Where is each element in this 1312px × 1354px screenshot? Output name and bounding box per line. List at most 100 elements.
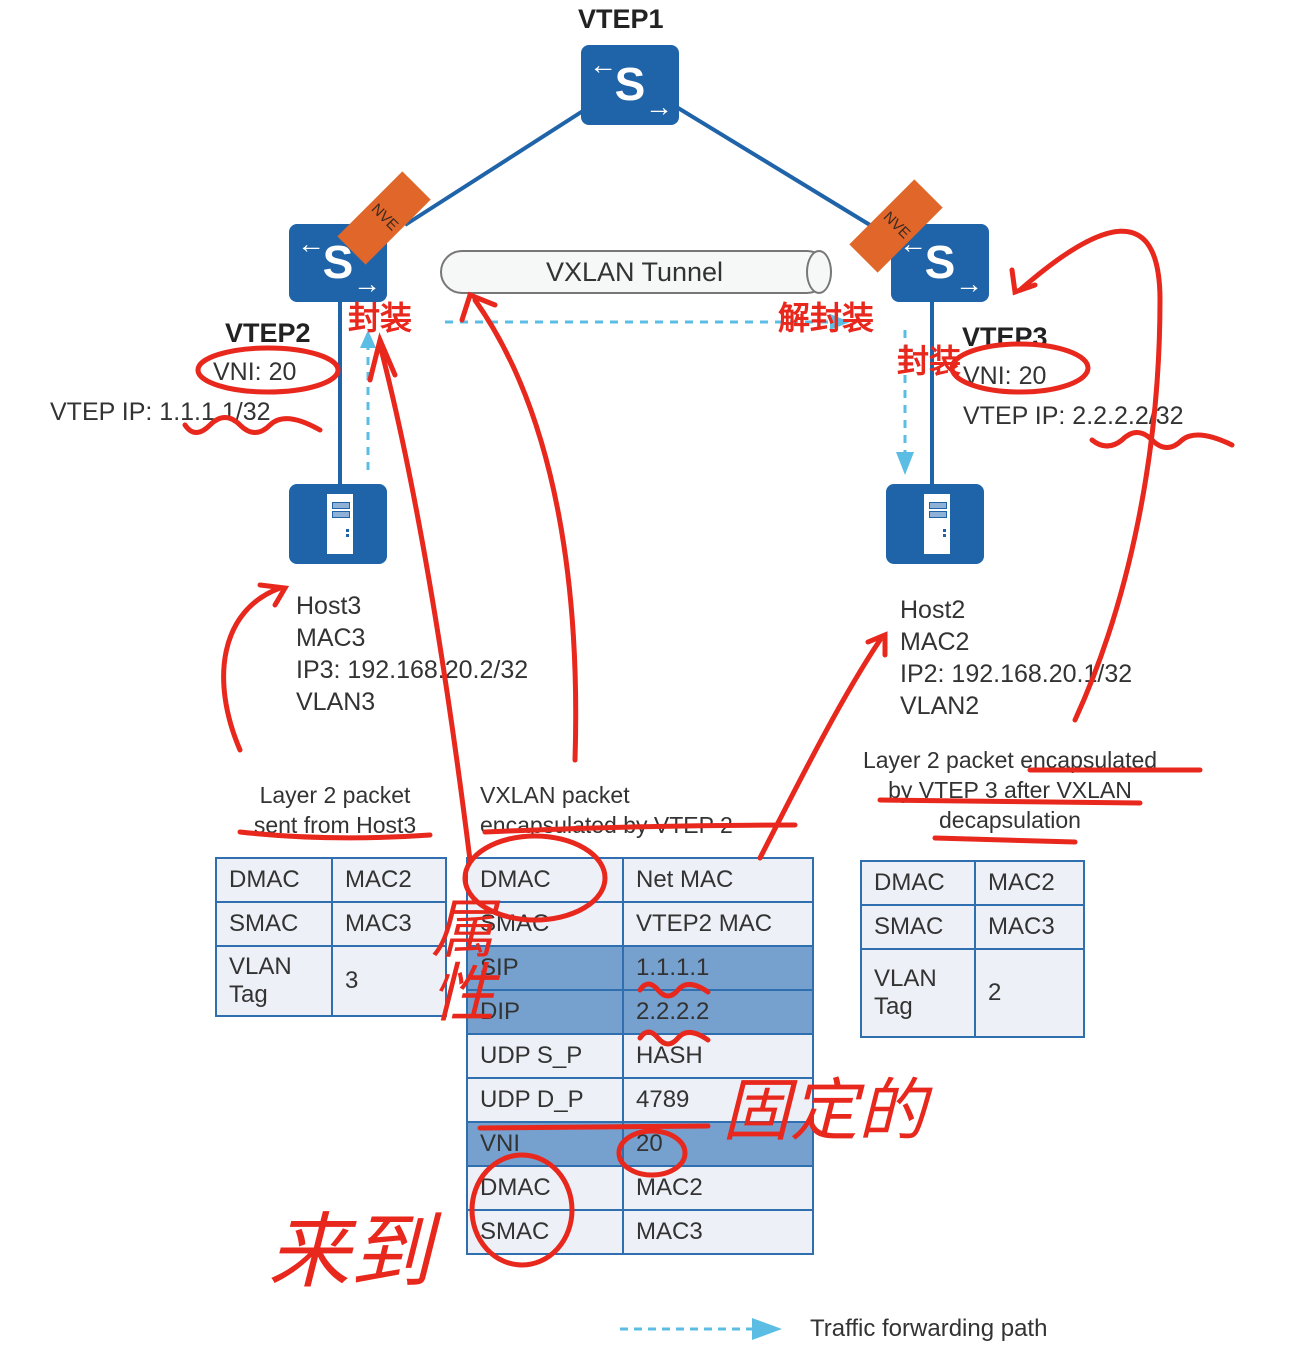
value-cell: MAC2 <box>622 1165 814 1211</box>
arrowhead-tunnel <box>459 291 498 323</box>
annotation-fixed: 固定的 <box>722 1073 927 1149</box>
vtep1-label: VTEP1 <box>578 4 664 34</box>
curve-arrow-vtep3 <box>1017 228 1163 723</box>
curve-arrow-host2 <box>757 637 883 861</box>
value-cell: MAC3 <box>331 901 447 947</box>
arrowhead-encap <box>367 332 398 383</box>
arrowhead-host3 <box>257 582 290 608</box>
tunnel-label: VXLAN Tunnel <box>545 257 724 287</box>
circle-vtep2-vni <box>195 345 341 395</box>
host3-vlan: VLAN3 <box>296 688 376 716</box>
host3-ip: IP3: 192.168.20.2/32 <box>296 656 529 684</box>
link-vtep1-vtep2 <box>403 98 602 227</box>
circle-vni-value <box>616 1128 688 1178</box>
arrow-left-icon: ← <box>589 49 617 80</box>
underline-host2-caption-3 <box>932 835 1078 845</box>
value-cell: VTEP2 MAC <box>622 901 814 947</box>
value-cell: 2 <box>974 948 1085 1038</box>
squiggle-dip <box>637 1029 711 1047</box>
host3-name: Host3 <box>296 592 362 620</box>
arrow-left-icon: ← <box>297 228 325 259</box>
host3-info: Host3 MAC3 IP3: 192.168.20.2/32 VLAN3 <box>296 590 528 718</box>
switch-glyph: S <box>924 235 956 288</box>
legend-label: Traffic forwarding path <box>810 1315 1048 1342</box>
path-arrow-right <box>830 314 850 330</box>
circle-inner-mac <box>469 1152 575 1268</box>
squiggle-vtep3-ip <box>1089 430 1235 450</box>
value-cell: 2.2.2.2 <box>622 989 814 1035</box>
legend-arrow <box>752 1318 782 1340</box>
field-cell: SMAC <box>466 1209 624 1255</box>
line-caption-to-tunnel <box>472 297 579 763</box>
field-cell: DMAC <box>215 857 333 903</box>
underline-udp-dport <box>477 1123 711 1131</box>
vtep3-ip: VTEP IP: 2.2.2.2/32 <box>963 402 1184 430</box>
value-cell: 3 <box>331 945 447 1017</box>
value-cell: MAC2 <box>974 860 1085 906</box>
field-cell: DMAC <box>860 860 976 906</box>
field-cell: SMAC <box>860 904 976 950</box>
field-cell: UDP D_P <box>466 1077 624 1123</box>
path-arrow-up <box>360 330 376 348</box>
host3-mac: MAC3 <box>296 624 366 652</box>
arrow-right-icon: → <box>955 268 983 299</box>
host2-vlan: VLAN2 <box>900 692 980 720</box>
host2-server-icon[interactable] <box>886 484 984 564</box>
value-cell: 4789 <box>622 1077 814 1123</box>
vtep1-switch-icon[interactable]: ← S → <box>581 45 679 125</box>
field-cell: DMAC <box>466 1165 624 1211</box>
path-arrow-down <box>896 452 914 475</box>
value-cell: HASH <box>622 1033 814 1079</box>
value-cell: MAC3 <box>974 904 1085 950</box>
arrow-right-icon: → <box>353 268 381 299</box>
field-cell: VLAN Tag <box>860 948 976 1038</box>
underline-host3-caption <box>237 829 433 841</box>
annotation-came: 来到 <box>268 1207 432 1298</box>
arrowhead-host2 <box>865 631 888 658</box>
caption-line: Layer 2 packet <box>259 782 411 808</box>
field-cell: SMAC <box>215 901 333 947</box>
host3-server-icon[interactable] <box>289 484 387 564</box>
vxlan-tunnel: VXLAN Tunnel <box>440 250 829 294</box>
circle-vtep3-vni <box>949 341 1091 395</box>
value-cell: MAC3 <box>622 1209 814 1255</box>
vtep2-label: VTEP2 <box>225 318 311 348</box>
annotation-attribute: 属性 <box>422 895 494 1023</box>
circle-outer-dmac <box>462 833 608 923</box>
caption-line: VXLAN packet <box>480 782 630 808</box>
switch-glyph: S <box>614 57 646 110</box>
link-vtep1-vtep3 <box>663 98 872 227</box>
value-cell: Net MAC <box>622 857 814 903</box>
squiggle-sip <box>637 981 711 999</box>
vtep2-vni: VNI: 20 <box>213 358 297 386</box>
line-dmac-to-encap <box>377 342 473 863</box>
field-cell: VLAN Tag <box>215 945 333 1017</box>
arrowhead-vtep3 <box>1009 267 1038 296</box>
annotation-decap-vtep3: 解封装 <box>778 300 875 336</box>
curve-arrow-host3 <box>221 585 283 753</box>
arrow-right-icon: → <box>645 91 673 122</box>
field-cell: SIP <box>466 945 624 991</box>
field-cell: UDP S_P <box>466 1033 624 1079</box>
underline-vxlan-caption <box>482 822 798 835</box>
annotation-encap-vtep2: 封装 <box>348 300 413 336</box>
value-cell: MAC2 <box>331 857 447 903</box>
squiggle-vtep2-ip <box>182 415 323 435</box>
underline-host2-caption-2 <box>877 797 1143 806</box>
caption-line: decapsulation <box>939 807 1081 833</box>
